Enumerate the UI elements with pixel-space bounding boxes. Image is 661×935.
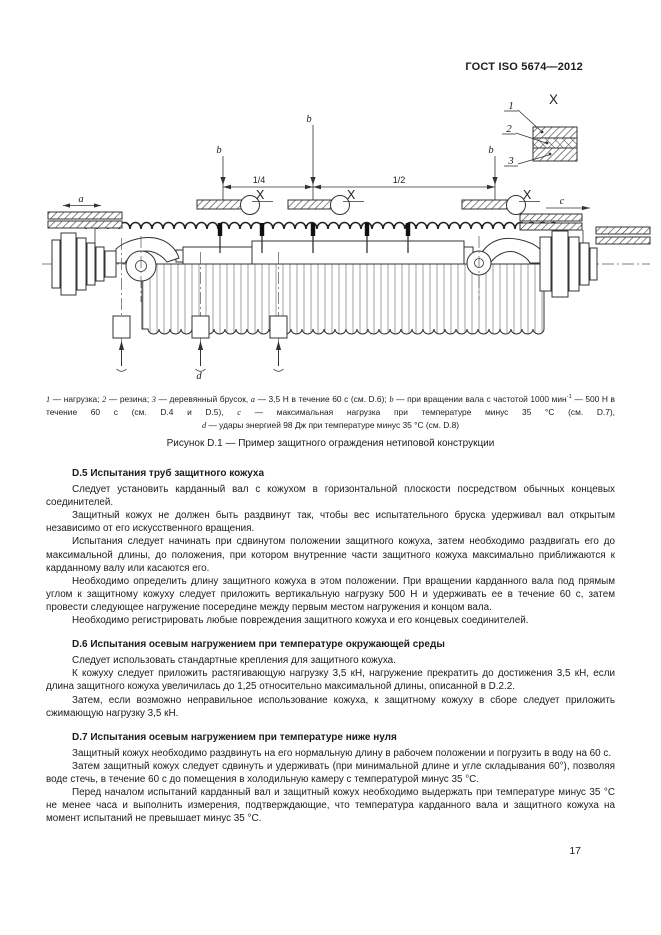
load-point-marks bbox=[217, 223, 411, 253]
test-plate-2: X bbox=[287, 188, 364, 215]
detail-marker-x-3: X bbox=[523, 188, 532, 202]
right-universal-joint bbox=[466, 230, 598, 300]
arrow-b-left: b bbox=[216, 145, 226, 185]
arrow-c: c bbox=[546, 196, 590, 211]
inner-shaft bbox=[175, 240, 474, 265]
position-3-label: 3 bbox=[507, 155, 514, 167]
arrow-b-label: b bbox=[306, 114, 311, 125]
arrow-a: a bbox=[63, 194, 101, 208]
figure-legend-last-line: d — удары энергией 98 Дж при температуре… bbox=[201, 419, 460, 430]
figure-caption: Рисунок D.1 — Пример защитного ограждени… bbox=[166, 438, 495, 449]
paragraph: Перед началом испытаний карданный вал и … bbox=[46, 787, 615, 825]
page-number: 17 bbox=[569, 845, 581, 857]
detail-marker-x-2: X bbox=[347, 188, 356, 202]
standard-number: ГОСТ ISO 5674—2012 bbox=[465, 61, 583, 73]
paragraph: К кожуху следует приложить растягивающую… bbox=[46, 668, 615, 693]
bellows-wave-profile bbox=[85, 221, 560, 230]
section-d5-heading: D.5 Испытания труб защитного кожуха bbox=[72, 468, 265, 479]
paragraph: Следует установить карданный вал с кожух… bbox=[46, 484, 615, 509]
position-2-label: 2 bbox=[506, 123, 512, 135]
section-d6-heading: D.6 Испытания осевым нагружением при тем… bbox=[72, 639, 445, 651]
detail-x-view: X 1 2 3 bbox=[502, 92, 578, 167]
figure-d1-drawing: a c bbox=[42, 92, 651, 382]
test-plate-3: X bbox=[461, 188, 540, 215]
arrow-b-center: b bbox=[306, 114, 316, 185]
position-1-label: 1 bbox=[508, 100, 514, 112]
paragraph: Необходимо определить длину защитного ко… bbox=[46, 575, 615, 613]
section-d7-heading: D.7 Испытания осевым нагружением при тем… bbox=[72, 731, 397, 743]
left-end-clamp bbox=[47, 211, 123, 256]
arrow-b-right: b bbox=[488, 145, 498, 185]
paragraph: Защитный кожух не должен быть раздвинут … bbox=[46, 510, 615, 535]
dim-quarter-label: 1/4 bbox=[253, 175, 266, 185]
paragraph: Необходимо регистрировать любые поврежде… bbox=[72, 615, 529, 627]
document-body: D.5 Испытания труб защитного кожуха След… bbox=[46, 462, 615, 825]
figure-legend: 1 — нагрузка; 2 — резина; 3 — деревянный… bbox=[46, 391, 615, 432]
right-end-clamp bbox=[519, 213, 651, 252]
dim-half-label: 1/2 bbox=[393, 175, 406, 185]
detail-x-title: X bbox=[549, 92, 558, 107]
arrow-a-label: a bbox=[78, 194, 83, 205]
test-plate-1: X bbox=[196, 188, 273, 215]
arrow-b-label: b bbox=[216, 145, 221, 156]
paragraph: Затем, если возможно неправильное исполь… bbox=[46, 694, 615, 719]
detail-marker-x-1: X bbox=[256, 188, 265, 202]
paragraph: Затем защитный кожух следует сдвинуть и … bbox=[46, 760, 615, 785]
guard-tube bbox=[141, 263, 545, 335]
paragraph: Следует использовать стандартные креплен… bbox=[72, 655, 396, 667]
paragraph: Защитный кожух необходимо раздвинуть на … bbox=[72, 747, 612, 759]
arrow-d-label: d bbox=[196, 371, 202, 382]
arrow-c-label: c bbox=[560, 196, 565, 207]
arrow-b-label: b bbox=[488, 145, 493, 156]
figure-legend-main: 1 — нагрузка; 2 — резина; 3 — деревянный… bbox=[46, 393, 616, 417]
left-universal-joint bbox=[51, 232, 180, 302]
dimension-line: 1/4 1/2 bbox=[222, 175, 496, 200]
impact-blocks bbox=[112, 238, 288, 372]
paragraph: Испытания следует начинать при сдвинутом… bbox=[46, 536, 615, 574]
